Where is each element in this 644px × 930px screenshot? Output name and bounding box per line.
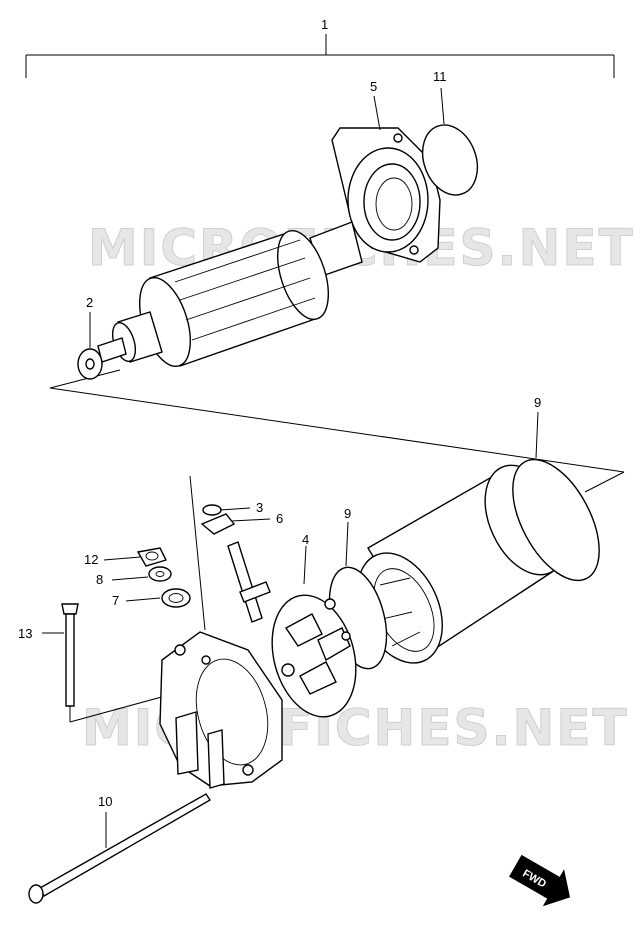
callout-9-rear: 9 [534,395,541,410]
callout-10: 10 [98,794,112,809]
front-housing [331,127,441,263]
callout-6: 6 [276,511,283,526]
callout-9-front: 9 [344,506,351,521]
callout-4: 4 [302,532,309,547]
guide-lines [49,369,625,723]
bolt [61,603,79,707]
callout-5: 5 [370,79,377,94]
insulating-bushing [161,588,191,608]
yoke-o-ring-rear [512,458,600,582]
callout-13: 13 [18,626,32,641]
nut [136,547,167,567]
washer [148,566,172,582]
armature [97,221,363,367]
rear-housing [159,631,283,789]
callout-12: 12 [84,552,98,567]
callouts: 1 5 11 2 9 3 6 9 4 12 8 7 13 10 [18,17,541,809]
armature-washer [77,348,103,380]
callout-2: 2 [86,295,93,310]
brush-holder [271,594,357,718]
terminal-insulator [200,513,236,535]
fwd-arrow: FWD [509,854,571,907]
callout-7: 7 [112,593,119,608]
callout-8: 8 [96,572,103,587]
callout-3: 3 [256,500,263,515]
callout-11: 11 [433,69,447,84]
terminal-bolt [227,541,271,623]
leader-lines [42,87,539,848]
callout-1: 1 [321,17,328,32]
o-ring-small [202,504,222,516]
housing-o-ring [421,124,479,196]
assembly-bracket [25,34,615,78]
through-bolt [28,793,211,904]
